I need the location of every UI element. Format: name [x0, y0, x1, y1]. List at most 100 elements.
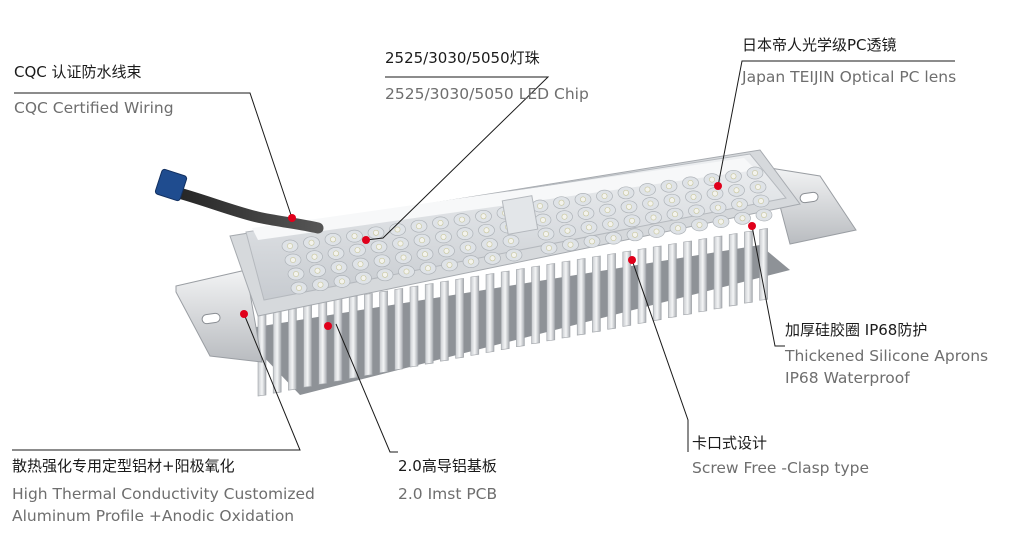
led-chip: [465, 244, 471, 251]
heatsink-fin: [470, 275, 480, 356]
mounting-plate-right: [769, 167, 857, 245]
led-chip: [623, 189, 629, 196]
marker-dot-clasp: [628, 256, 636, 264]
led-chip: [468, 258, 474, 265]
waterproof-cable: [162, 184, 324, 234]
led-chip: [354, 247, 361, 253]
led-chip: [650, 214, 657, 221]
led-chip: [558, 199, 565, 206]
led-chip: [537, 203, 543, 209]
marker-dot-chip: [362, 236, 370, 244]
led-chip: [403, 268, 410, 275]
led-chip: [360, 275, 367, 281]
heatsink-fin: [668, 243, 677, 319]
leader-line-pcb: [335, 323, 398, 453]
center-clasp: [501, 195, 539, 235]
heatsink-fin: [592, 255, 601, 333]
marker-dot-pcb: [324, 322, 332, 330]
callout-heatsink-cn: 散热强化专用定型铝材+阳极氧化: [12, 457, 235, 475]
led-chip: [416, 223, 422, 230]
led-chip: [632, 231, 638, 238]
led-chip: [540, 217, 546, 223]
callout-clasp-cn: 卡口式设计: [692, 434, 768, 452]
led-chip: [647, 200, 654, 207]
led-chip: [311, 253, 318, 260]
heatsink-fin: [348, 295, 358, 379]
leader-line-lens: [717, 60, 955, 187]
led-chip: [351, 233, 358, 239]
led-chip: [696, 221, 703, 228]
led-chip: [446, 261, 453, 268]
led-chip: [644, 186, 651, 193]
marker-dot-lens: [714, 182, 722, 190]
led-chip: [601, 193, 608, 199]
led-chip: [382, 271, 388, 278]
heatsink-fin: [683, 240, 692, 316]
heatsink-fin: [561, 260, 571, 339]
led-chip: [758, 198, 764, 204]
callout-pcb-cn: 2.0高导铝基板: [398, 457, 497, 475]
heatsink-fin: [607, 253, 616, 330]
led-chip: [730, 173, 737, 180]
led-chip: [480, 213, 487, 220]
callout-lens-cn: 日本帝人光学级PC透镜: [742, 36, 897, 54]
led-chip: [308, 239, 315, 246]
pc-lens-top: [252, 158, 756, 240]
heatsink-fin: [516, 268, 525, 348]
heatsink: [238, 228, 790, 397]
heatsink-fin: [713, 235, 723, 310]
led-chip: [715, 204, 721, 211]
led-chip: [425, 265, 431, 272]
callout-apron-cn: 加厚硅胶圈 IP68防护: [785, 321, 928, 339]
leader-line-apron: [751, 225, 785, 347]
heatsink-fin: [364, 293, 373, 377]
led-chip: [733, 187, 740, 194]
heatsink-fin: [698, 238, 708, 313]
led-chip: [755, 184, 761, 190]
led-chip: [397, 240, 404, 247]
led-chip: [709, 176, 715, 183]
led-chip: [666, 183, 672, 190]
led-chip: [419, 237, 425, 244]
led-chip: [400, 254, 407, 261]
callout-pcb-en: 2.0 Imst PCB: [398, 485, 498, 503]
callout-wiring-en: CQC Certified Wiring: [14, 99, 174, 117]
led-chip: [586, 224, 592, 231]
callout-heatsink-en: High Thermal Conductivity Customized: [12, 485, 315, 503]
heatsink-fin: [652, 245, 662, 321]
led-chip: [583, 210, 589, 217]
led-chip: [669, 197, 675, 204]
led-chip: [440, 233, 447, 240]
led-chip: [287, 243, 293, 249]
heatsink-fin: [455, 278, 464, 359]
led-array: [281, 166, 773, 295]
led-chip: [486, 241, 493, 248]
led-chip: [462, 230, 468, 237]
led-chip: [610, 235, 617, 241]
led-chip: [394, 226, 401, 233]
led-chip: [336, 264, 342, 271]
led-chip: [626, 203, 632, 210]
heatsink-fin: [622, 250, 632, 327]
led-chip: [543, 231, 549, 237]
led-chip: [546, 245, 552, 251]
led-chip: [718, 218, 724, 225]
callout-chip-cn: 2525/3030/5050灯珠: [385, 49, 540, 67]
led-chip: [422, 251, 428, 258]
led-chip: [752, 170, 758, 176]
mounting-slot-left: [201, 312, 221, 325]
leader-line-wiring: [14, 92, 293, 219]
mounting-slot-right: [799, 191, 819, 204]
heatsink-fin: [288, 305, 297, 391]
led-chip: [293, 271, 299, 277]
callout-heatsink-en2: Aluminum Profile +Anodic Oxidation: [12, 507, 295, 525]
led-chip: [489, 255, 496, 262]
led-chip: [580, 196, 586, 203]
led-chip: [296, 285, 302, 291]
led-chip: [739, 215, 746, 222]
led-chip: [339, 278, 345, 285]
heatsink-fin: [744, 230, 753, 304]
led-chip: [736, 201, 743, 208]
led-chip: [508, 238, 514, 244]
